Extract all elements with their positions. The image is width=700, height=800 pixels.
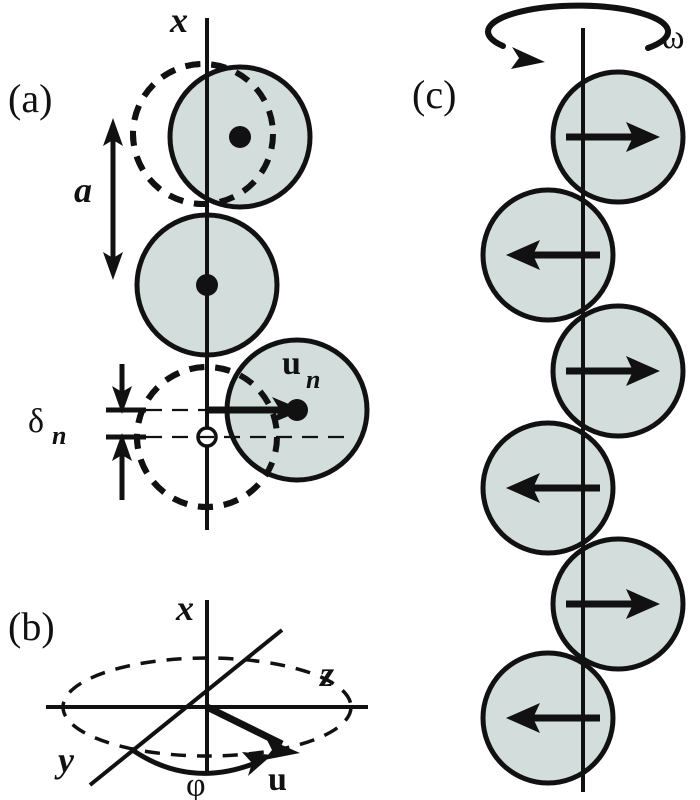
panel-c-arrow-6 <box>506 703 600 733</box>
panel-c-arrow-1 <box>566 122 660 152</box>
panel-a-overlap-arrow-top-head <box>112 386 132 414</box>
panel-c-rotation-arc <box>485 2 672 51</box>
panel-b-u-vector-head <box>264 738 300 760</box>
panel-b-phi-arc <box>129 746 259 776</box>
panel-a-ghost-sphere-top-overlay <box>130 61 276 207</box>
panel-c-tag: (c) <box>412 72 456 117</box>
panel-b-phi-arc-head <box>242 752 272 776</box>
panel-b-y-axis-label: y <box>54 740 75 780</box>
panel-a-overlap-arrow-bottom-head <box>112 433 132 461</box>
panel-b-tag: (b) <box>8 604 55 649</box>
panel-a-displacement-arrow-head <box>272 397 303 423</box>
panel-b-y-axis-line <box>88 628 284 787</box>
panel-a-spacing-arrow-head-down <box>103 252 123 280</box>
panel-a-spacing-arrow-head-up <box>103 118 123 146</box>
panel-c-arrow-2 <box>506 240 600 270</box>
panel-a-overlap-subscript: n <box>52 421 66 450</box>
panel-a: (a) x a δ n u n <box>8 0 370 530</box>
panel-c-omega-label: ω <box>662 19 684 56</box>
panel-b-phi-label: φ <box>186 767 206 800</box>
panel-c: (c) ω <box>412 2 686 792</box>
panel-c-rotation-arrow-head <box>511 47 545 69</box>
panel-a-lattice-spacing-label: a <box>74 170 92 210</box>
panel-a-tag: (a) <box>8 76 52 121</box>
panel-a-sphere-top-center-dot <box>229 126 251 148</box>
panel-b: (b) x z y u φ <box>8 588 368 800</box>
panel-b-u-vector-label: u <box>268 761 287 798</box>
panel-a-overlap-label: δ <box>28 403 44 440</box>
panel-c-arrow-3 <box>566 356 660 386</box>
panel-b-z-axis-label: z <box>318 654 334 694</box>
panel-b-x-axis-label: x <box>175 588 194 628</box>
panel-c-arrow-5 <box>566 589 660 619</box>
panel-a-displacement-label: u <box>282 345 301 382</box>
panel-a-x-axis-label: x <box>169 0 188 40</box>
panel-c-arrow-4 <box>506 473 600 503</box>
panel-a-displacement-subscript: n <box>306 365 320 394</box>
panel-b-u-vector-shaft <box>205 703 284 748</box>
